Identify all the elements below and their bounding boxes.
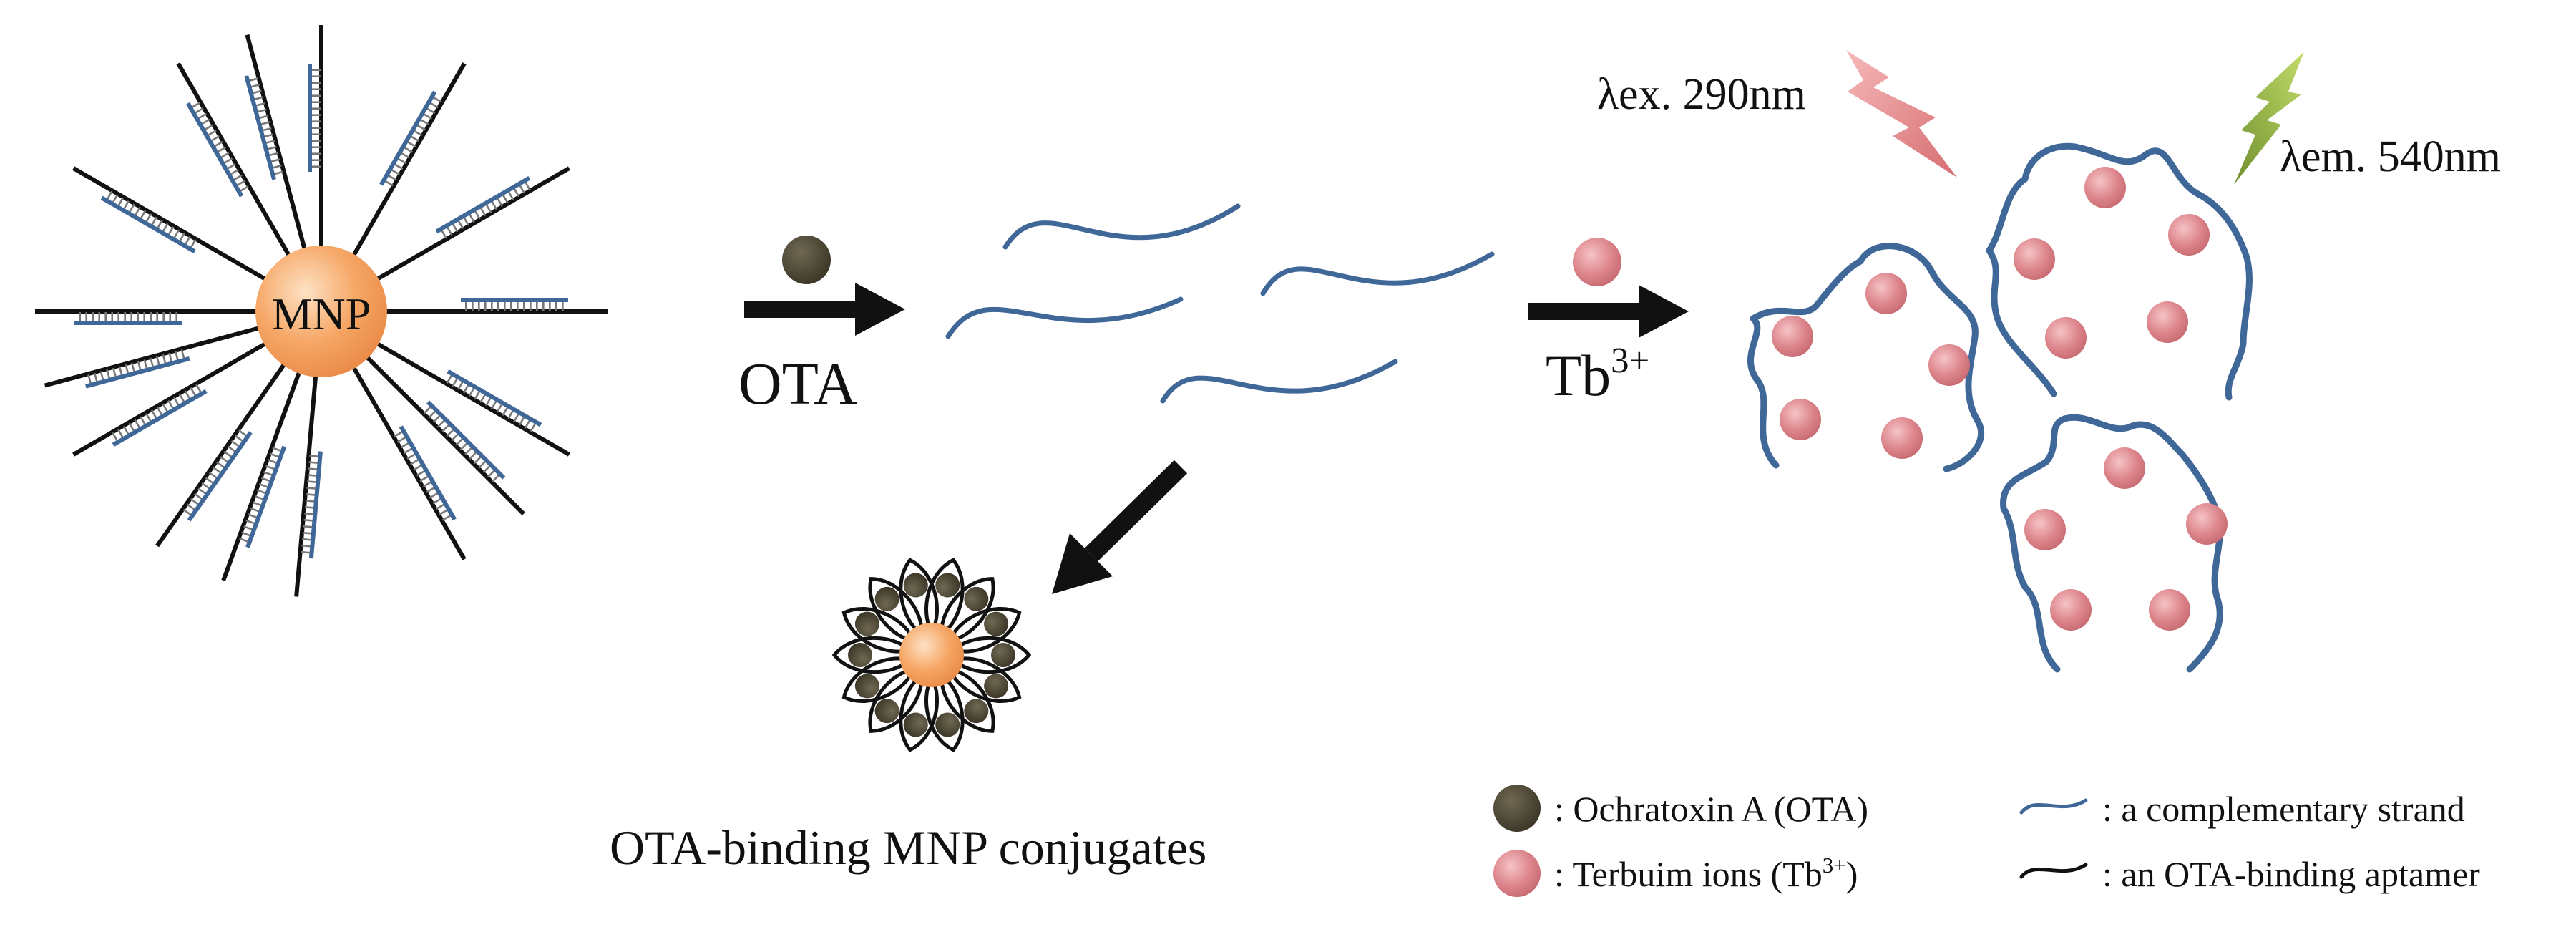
tb-ion [2024, 509, 2066, 550]
legend-tb-close: ) [1845, 854, 1858, 894]
emission-wavelength-label: λem. 540nm [2280, 132, 2502, 181]
legend-separator: : [1554, 789, 1564, 829]
legend-tb-text: Terbuim ions (Tb [1572, 854, 1823, 894]
legend-complementary-text: a complementary strand [2121, 789, 2465, 829]
bound-tb-ions [1772, 167, 2228, 631]
tb-ion [2084, 167, 2126, 208]
legend-complementary-strand-icon [2019, 798, 2088, 815]
mnp-label: MNP [272, 288, 371, 339]
released-strand [945, 296, 1184, 339]
released-strand [1160, 359, 1398, 404]
legend-complementary: : a complementary strand [2102, 791, 2465, 827]
complex-strand [1986, 142, 2253, 401]
tb-ion [1772, 316, 1813, 357]
legend-symbols [1493, 785, 2088, 897]
arrow-to-conjugates [1052, 460, 1188, 594]
legend-tb-icon [1493, 850, 1541, 897]
tb-ion [2050, 589, 2092, 631]
tb-ion [2147, 301, 2188, 343]
tb-ion [2104, 447, 2145, 489]
tb-ion [2186, 503, 2228, 545]
tb-ion [1865, 273, 1907, 314]
emission-lightning-icon [2234, 52, 2304, 185]
ota-molecule-icon [782, 236, 831, 284]
tb-ion [2014, 238, 2055, 280]
ota-binding-mnp-conjugate [834, 556, 1029, 754]
legend-separator: : [2102, 854, 2112, 894]
legend-aptamer-icon [2019, 863, 2088, 879]
mnp-probe: MNP [35, 25, 608, 598]
ota-arrow-label: OTA [738, 351, 857, 417]
tb-arrow-label-base: Tb [1546, 343, 1611, 408]
tb-ion [1780, 399, 1821, 440]
released-strand [1002, 203, 1241, 250]
released-strands [945, 203, 1495, 404]
tb-ion [2149, 589, 2190, 631]
tb-arrow-label-sup: 3+ [1611, 340, 1650, 381]
conjugates-caption: OTA-binding MNP conjugates [610, 820, 1207, 875]
tb-arrow-label: Tb3+ [1546, 342, 1649, 408]
tb-ion [2045, 317, 2087, 359]
excitation-wavelength-label: λex. 290nm [1597, 70, 1806, 119]
tb-ion [1928, 344, 1970, 386]
legend-aptamer: : an OTA-binding aptamer [2102, 856, 2480, 892]
legend-aptamer-text: an OTA-binding aptamer [2121, 854, 2480, 894]
legend-tb: : Terbuim ions (Tb3+) [1554, 852, 1858, 894]
mnp-core [255, 246, 387, 377]
arrow-tb-head [1639, 285, 1689, 338]
legend-tb-sup: 3+ [1822, 852, 1846, 878]
excitation-lightning-icon [1846, 50, 1957, 178]
tb-ion [1881, 417, 1923, 459]
ota-arrow-step: OTA [738, 236, 905, 417]
arrow-ota-head [855, 283, 905, 336]
complex-strand [2000, 414, 2223, 673]
complex-strand [1747, 243, 1985, 472]
legend-ota-text: Ochratoxin A (OTA) [1573, 789, 1868, 829]
legend-separator: : [1554, 854, 1564, 894]
tb-ion-icon [1573, 238, 1621, 286]
conjugate-mnp-core [899, 623, 964, 687]
legend-ota: : Ochratoxin A (OTA) [1554, 791, 1868, 827]
strand-tb-complexes [1747, 142, 2253, 673]
legend-ota-icon [1493, 785, 1541, 832]
tb-arrow-step [1528, 238, 1689, 338]
legend-separator: : [2102, 789, 2112, 829]
released-strand [1260, 251, 1495, 296]
tb-ion [2168, 214, 2210, 256]
